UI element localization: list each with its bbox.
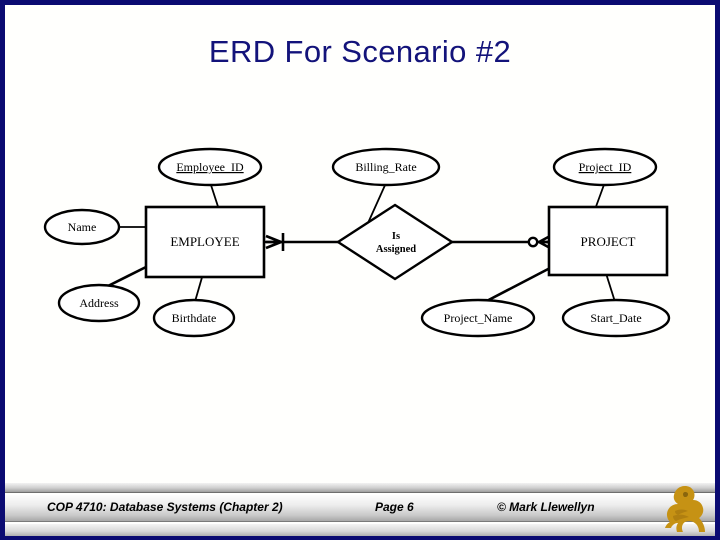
slide-border-left [0,0,5,540]
attribute-birthdate-label: Birthdate [172,311,217,325]
footer-course-label: COP 4710: Database Systems (Chapter 2) [47,500,283,514]
attribute-project-name-label: Project_Name [444,311,513,325]
footer-bar-main [5,494,715,522]
attribute-project-name: Project_Name [420,298,536,338]
slide-border-right [715,0,720,540]
slide-footer: COP 4710: Database Systems (Chapter 2) P… [5,483,715,536]
relationship-is-assigned: Is Assigned [335,203,455,281]
attribute-start-date: Start_Date [561,298,671,338]
attribute-project-id: Project_ID [552,147,658,187]
attribute-birthdate: Birthdate [152,298,236,338]
attribute-employee-id-label: Employee_ID [176,160,244,174]
entity-employee: EMPLOYEE [144,205,266,279]
relationship-label-line1: Is [392,231,400,242]
footer-page-number: Page 6 [375,500,414,514]
footer-bar-top [5,483,715,493]
attribute-name: Name [43,208,121,246]
attribute-start-date-label: Start_Date [590,311,641,325]
connector-project-name [478,265,553,307]
connector-billing-rate [367,182,387,224]
attribute-address: Address [57,283,141,323]
attribute-billing-rate-label: Billing_Rate [355,160,416,174]
entity-project-label: PROJECT [581,234,636,249]
attribute-billing-rate: Billing_Rate [331,147,441,187]
cardinality-employee-one-many [265,233,285,251]
attribute-employee-id: Employee_ID [157,147,263,187]
relationship-label-line2: Assigned [376,244,416,255]
slide-border-bottom [0,536,720,540]
ucf-pegasus-logo [655,483,713,536]
slide-border-top [0,0,720,5]
erd-diagram: .shape { fill: #ffffff; stroke: #000000;… [0,115,720,365]
entity-employee-label: EMPLOYEE [170,234,239,249]
attribute-name-label: Name [68,220,97,234]
entity-project: PROJECT [547,205,669,277]
page-title: ERD For Scenario #2 [208,34,512,69]
attribute-project-id-label: Project_ID [579,160,632,174]
footer-bar-bottom [5,523,715,536]
attribute-address-label: Address [79,296,119,310]
footer-copyright: © Mark Llewellyn [497,500,595,514]
